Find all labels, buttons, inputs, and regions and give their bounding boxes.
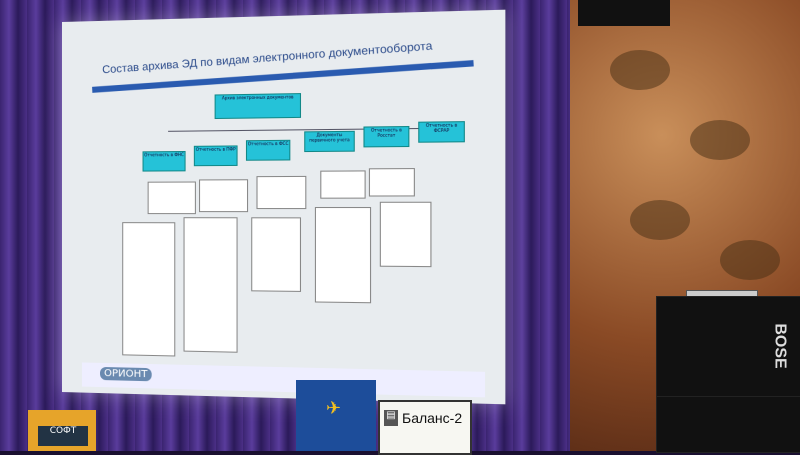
node-fns: Отчетность в ФНС [142,150,186,172]
node-rosstat: Отчетность в Росстат [363,125,410,148]
sub-node [320,170,366,199]
speaker-cabinet: BOSE [656,296,800,398]
leaf-list [379,201,432,268]
poster-label: СОФТ [38,426,88,446]
patterned-curtain [570,0,800,451]
orient-logo: ОРИОНТ [100,366,152,382]
curtain-flower [720,240,780,280]
node-primary: Документы первичного учета [304,130,355,153]
document-icon: ▤ [384,410,398,426]
ceiling-speaker [578,0,670,26]
node-fsrar: Отчетность в ФСРАР [418,121,465,143]
sub-node [368,168,415,197]
leaf-list [183,217,238,353]
projection-screen: Состав архива ЭД по видам электронного д… [62,9,506,405]
node-fss: Отчетность в ФСС [245,139,291,161]
node-pfr: Отчетность в ПФР [193,145,238,167]
curtain-flower [630,200,690,240]
balance-label: Баланс-2 [402,410,463,426]
speaker-cabinet [656,396,800,453]
sub-node [147,181,196,215]
banner-stand: ✈ [296,380,376,451]
leaf-list [314,207,372,304]
curtain-flower [690,120,750,160]
leaf-list [122,222,176,357]
slide-footer: ОРИОНТ [81,362,486,398]
plane-icon: ✈ [326,398,342,419]
speaker-brand: BOSE [771,323,789,369]
leaf-list [251,217,302,292]
root-node: Архив электронных документов [214,93,302,120]
curtain-flower [610,50,670,90]
balance-sign: ▤ Баланс-2 [378,400,472,455]
sub-node [256,175,307,210]
poster: СОФТ [28,410,96,451]
sub-node [199,179,249,213]
